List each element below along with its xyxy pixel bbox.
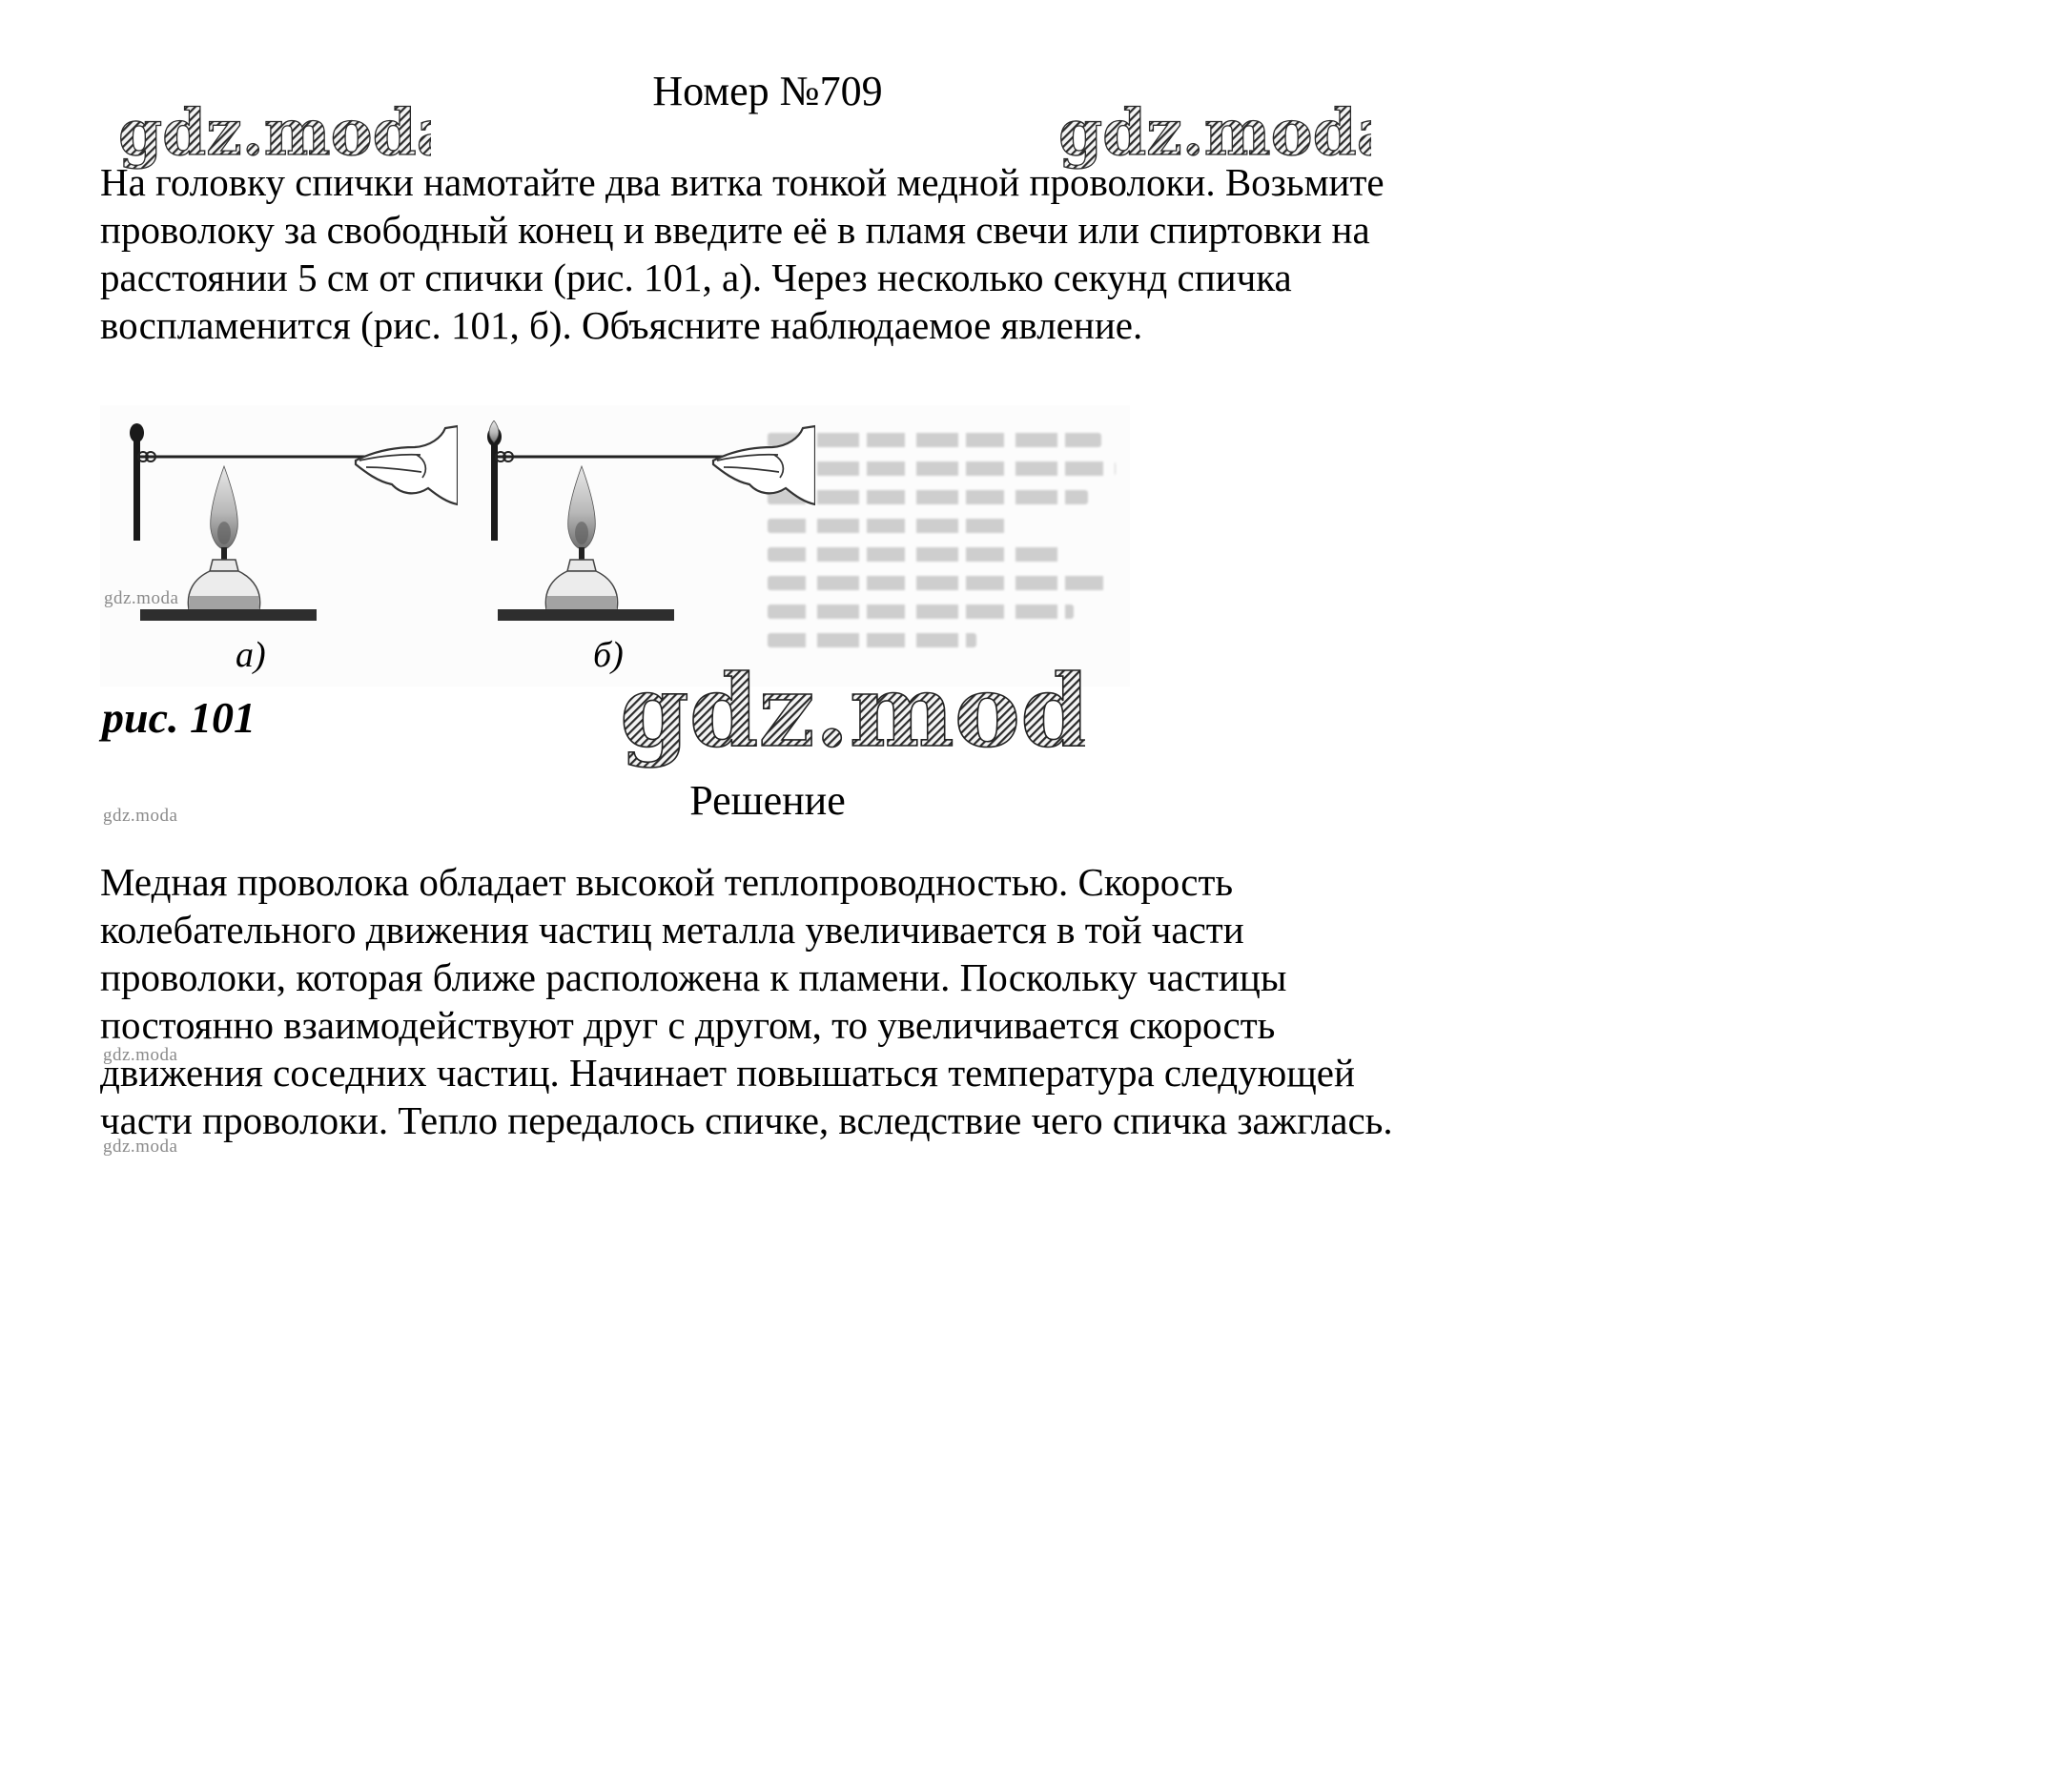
lamp-fluid (546, 596, 617, 609)
match-flame (488, 420, 500, 443)
watermark-center: gdz.moda (619, 654, 1085, 770)
watermark-text: gdz.moda (1058, 95, 1371, 170)
spirit-lamp-drawing-b (487, 420, 815, 621)
wire-coil (145, 451, 156, 462)
match-stick (491, 434, 498, 541)
finger-line (716, 453, 779, 461)
bleedthrough-line (768, 547, 1064, 562)
wick (221, 547, 227, 560)
solution-heading: Решение (689, 777, 846, 824)
thumb-line (416, 454, 427, 479)
match-head (130, 423, 144, 442)
hand (354, 424, 458, 506)
table-surface (140, 609, 317, 621)
figure-101b: б) (486, 420, 815, 676)
thumb-line (773, 454, 785, 479)
spirit-lamp-drawing-a (130, 423, 458, 621)
watermark-small: gdz.moda (103, 1137, 178, 1157)
figure-101b-label: б) (593, 635, 624, 675)
flame-core (575, 522, 588, 544)
bleedthrough-line (768, 633, 976, 647)
wire-coil (137, 451, 149, 462)
wire-coil (495, 451, 506, 462)
bleedthrough-line (768, 519, 1012, 533)
wire-coil (503, 451, 514, 462)
lamp-neck (566, 559, 597, 572)
finger-line (723, 466, 780, 473)
watermark-small: gdz.moda (104, 588, 179, 608)
watermark-small: gdz.moda (103, 1045, 178, 1065)
bleedthrough-line (768, 433, 1102, 447)
lamp-neck (209, 559, 239, 572)
solution-text: Медная проволока обладает высокой теплоп… (100, 860, 1393, 1142)
bleedthrough-line (768, 576, 1109, 590)
figure-caption: рис. 101 (102, 693, 256, 742)
figure-101a: а) (129, 420, 458, 676)
watermark-small: gdz.moda (103, 806, 178, 826)
figure-101a-label: а) (236, 635, 266, 675)
match-stick (133, 430, 140, 541)
hand (711, 424, 815, 506)
figure-101: а) б) (100, 405, 1130, 687)
bleedthrough-text (768, 419, 1116, 662)
finger-line (359, 453, 421, 461)
bleedthrough-line (768, 605, 1075, 619)
flame-core (217, 522, 231, 544)
lamp-fluid (189, 596, 259, 609)
watermark-text: gdz.moda (620, 654, 1085, 769)
watermark-top-right: gdz.moda (1057, 95, 1371, 171)
finger-line (365, 466, 422, 473)
bleedthrough-line (768, 461, 1116, 476)
bleedthrough-line (768, 490, 1088, 504)
wick (579, 547, 585, 560)
table-surface (498, 609, 674, 621)
problem-text: На головку спички намотайте два витка то… (100, 160, 1385, 347)
page-title: Номер №709 (652, 68, 883, 114)
watermark-top-left: gdz.moda (117, 95, 431, 171)
watermark-text: gdz.moda (118, 95, 431, 170)
